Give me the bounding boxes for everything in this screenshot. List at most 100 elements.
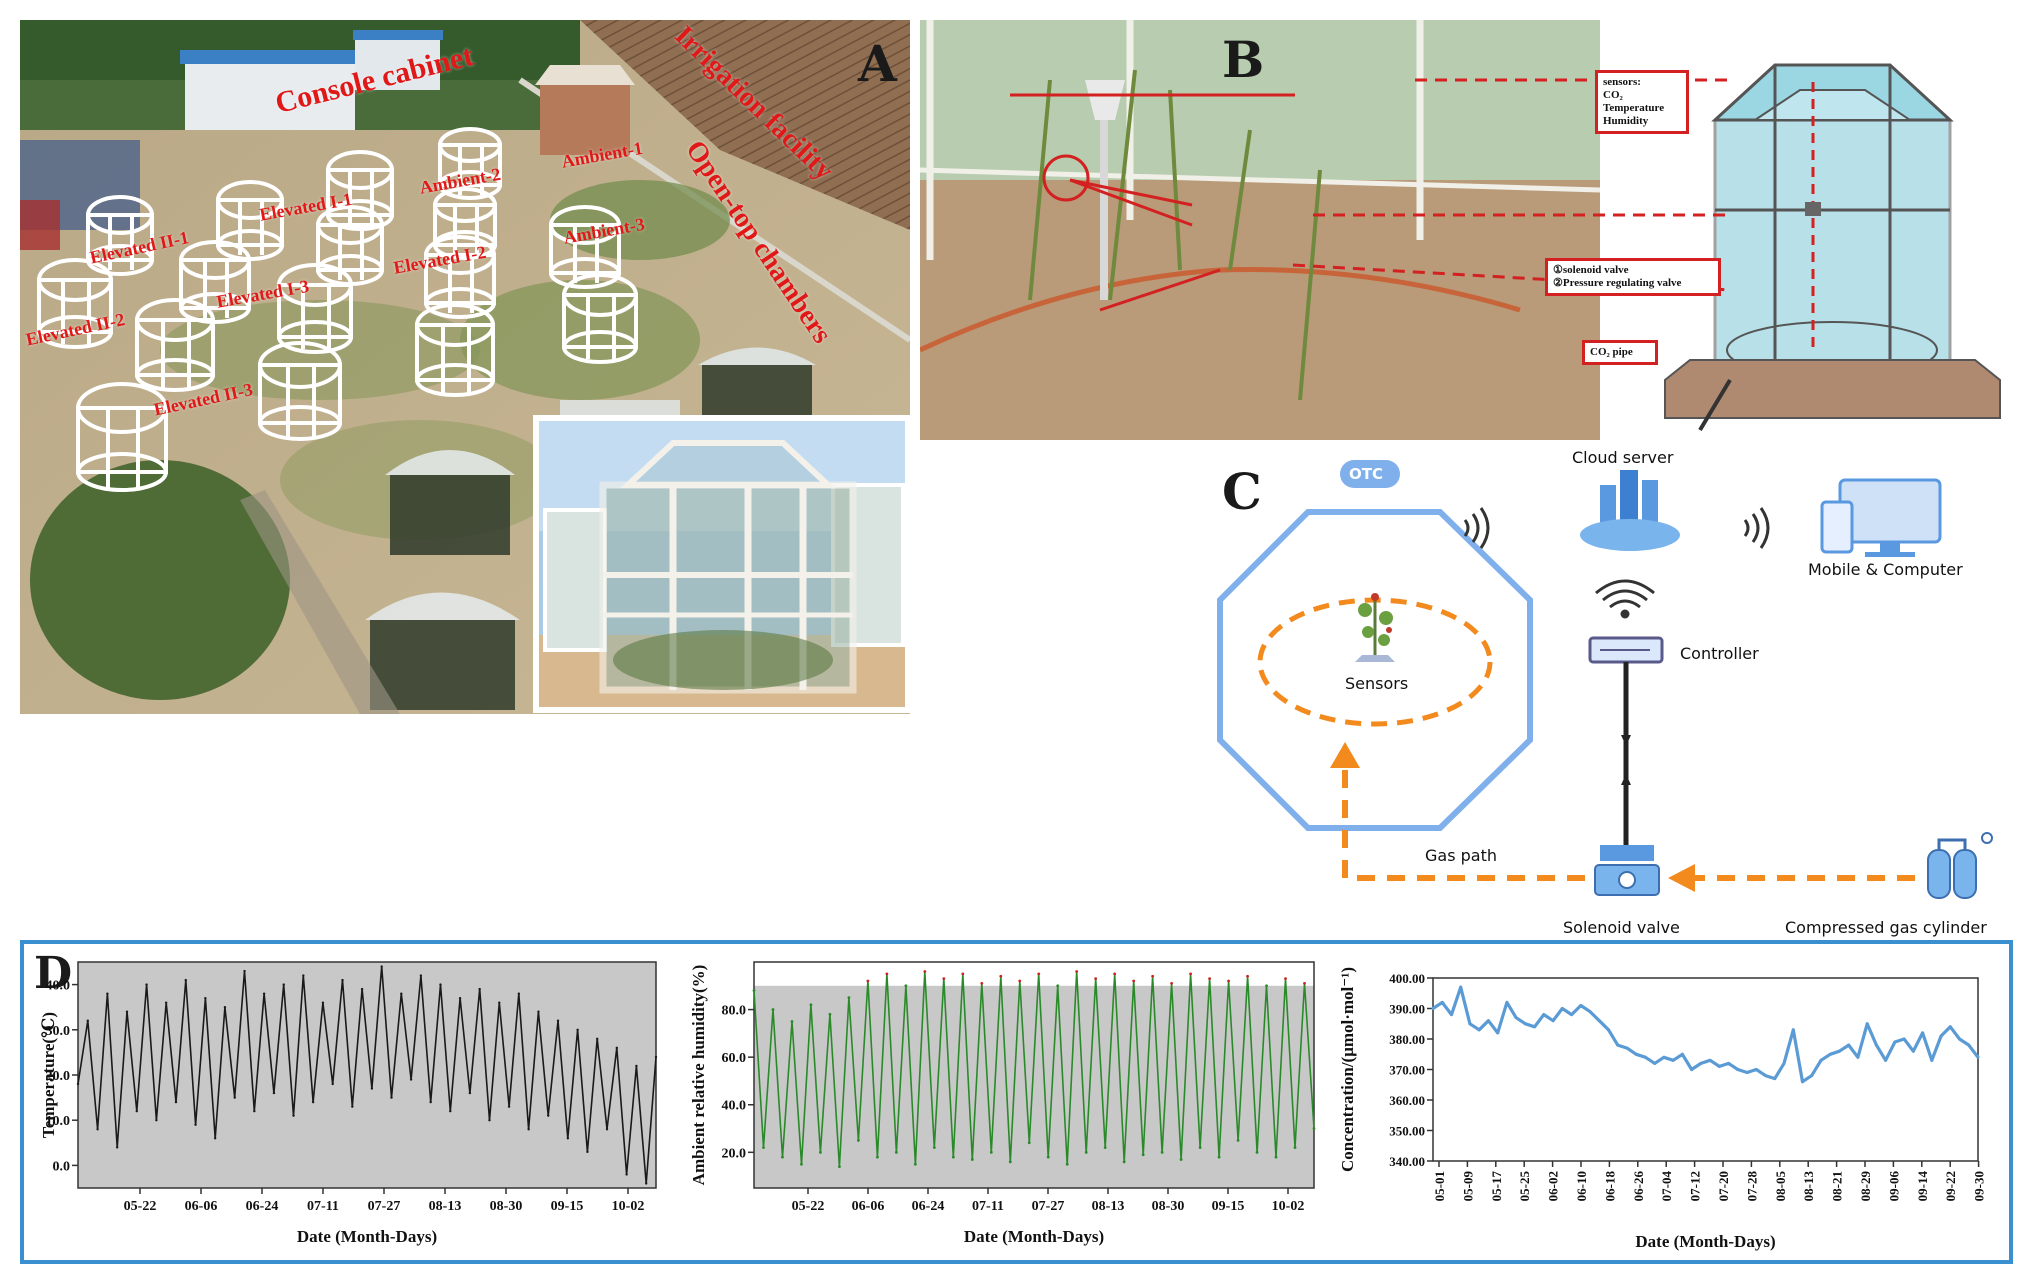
- x-tick-label: 10-02: [1272, 1199, 1305, 1214]
- data-point: [341, 978, 344, 982]
- data-point: [360, 987, 364, 991]
- data-point: [566, 1137, 570, 1140]
- data-point: [429, 1100, 432, 1104]
- data-point: [1828, 1052, 1832, 1056]
- data-point: [1468, 1022, 1472, 1026]
- data-point: [125, 1010, 129, 1013]
- data-point: [400, 992, 403, 995]
- data-point: [1745, 1071, 1749, 1075]
- data-point: [331, 1082, 334, 1086]
- data-point: [1948, 1025, 1952, 1029]
- data-point: [1255, 1150, 1259, 1154]
- data-point: [1274, 1155, 1278, 1159]
- data-point: [86, 1019, 89, 1022]
- y-tick-label: 360.00: [1389, 1093, 1425, 1108]
- x-tick-label: 06-24: [246, 1199, 279, 1214]
- data-point: [1449, 1013, 1453, 1017]
- data-point: [106, 992, 109, 995]
- x-tick-label: 06-06: [852, 1199, 885, 1214]
- mobile-computer-label: Mobile & Computer: [1808, 560, 1963, 579]
- data-point: [1208, 977, 1211, 981]
- y-tick-label: 400.00: [1389, 971, 1425, 986]
- y-tick-label: 30.0: [46, 1024, 71, 1039]
- data-point: [1893, 1040, 1897, 1044]
- data-point: [1754, 1068, 1758, 1071]
- data-series-line: [753, 970, 1315, 1168]
- data-point: [586, 1150, 589, 1154]
- data-point: [1496, 1031, 1500, 1035]
- data-point: [800, 1162, 803, 1166]
- data-point: [828, 1012, 832, 1016]
- data-point: [370, 1087, 374, 1090]
- x-tick-label: 09-14: [1915, 1171, 1930, 1202]
- x-tick-label: 07-27: [1032, 1199, 1065, 1214]
- otc-closeup-inset: [533, 415, 911, 713]
- data-point: [1634, 1052, 1638, 1056]
- data-point: [1179, 1158, 1183, 1161]
- y-tick-label: 80.0: [722, 1004, 747, 1019]
- data-point: [1588, 1010, 1592, 1014]
- solenoid-valve-label: Solenoid valve: [1563, 918, 1680, 937]
- data-point: [1939, 1034, 1943, 1038]
- data-point: [135, 1109, 138, 1113]
- data-point: [635, 1064, 638, 1068]
- data-point: [615, 1046, 619, 1050]
- panel-d-frame: [20, 940, 2013, 1264]
- y-tick-label: 340.00: [1389, 1154, 1425, 1169]
- y-tick-label: 20.0: [722, 1146, 747, 1161]
- sensors-label: Sensors: [1345, 674, 1409, 693]
- x-tick-label: 07-28: [1744, 1171, 1759, 1202]
- data-point: [819, 1150, 822, 1154]
- data-point: [1227, 979, 1230, 983]
- plant-icon: [1355, 593, 1395, 662]
- cloud-server-label: Cloud server: [1572, 448, 1674, 467]
- y-tick-label: 0.0: [53, 1159, 71, 1174]
- x-tick-label: 08-13: [429, 1199, 462, 1214]
- data-point: [145, 983, 148, 986]
- data-point: [449, 1109, 452, 1113]
- otc-octagon: [1217, 509, 1533, 831]
- data-point: [253, 1109, 256, 1113]
- data-point: [1065, 1162, 1069, 1166]
- data-point: [1103, 1146, 1107, 1149]
- x-tick-label: 05-22: [124, 1199, 157, 1214]
- data-point: [272, 1091, 276, 1095]
- panel-c-letter: C: [1222, 462, 1262, 521]
- x-tick-label: 06-24: [912, 1199, 945, 1214]
- data-point: [989, 1150, 993, 1154]
- data-point: [1284, 977, 1287, 981]
- y-axis-label: Temperature(℃): [40, 1012, 58, 1138]
- data-point: [654, 1055, 658, 1059]
- data-point: [1874, 1043, 1878, 1047]
- data-point: [1782, 1061, 1786, 1065]
- data-point: [1113, 972, 1117, 976]
- data-point: [1902, 1037, 1906, 1041]
- data-point: [913, 1162, 917, 1166]
- data-point: [1094, 977, 1098, 981]
- x-tick-label: 07-20: [1716, 1171, 1731, 1201]
- data-point: [1856, 1055, 1860, 1059]
- y-tick-label: 10.0: [46, 1114, 71, 1129]
- data-point: [488, 1119, 491, 1122]
- data-point: [1056, 984, 1060, 988]
- data-point: [1727, 1061, 1731, 1065]
- y-axis-label: Concentration/(μmol·mol⁻¹): [1338, 967, 1357, 1172]
- data-point: [517, 992, 521, 995]
- data-point: [409, 1078, 413, 1081]
- data-point: [1708, 1058, 1712, 1062]
- data-point: [809, 1003, 813, 1007]
- y-tick-label: 60.0: [722, 1051, 747, 1066]
- data-point: [1075, 970, 1079, 973]
- x-axis-label: Date (Month-Days): [1635, 1232, 1775, 1251]
- plot-background: [78, 962, 656, 1188]
- data-point: [1198, 1146, 1202, 1149]
- data-point: [970, 1158, 974, 1161]
- mobile-computer-icon: [1820, 478, 1942, 557]
- data-point: [302, 974, 305, 977]
- data-point: [1847, 1043, 1851, 1047]
- wifi-down-icon: [1595, 579, 1655, 619]
- data-point: [576, 1028, 579, 1031]
- x-tick-label: 07-12: [1688, 1171, 1703, 1201]
- data-point: [1976, 1055, 1980, 1059]
